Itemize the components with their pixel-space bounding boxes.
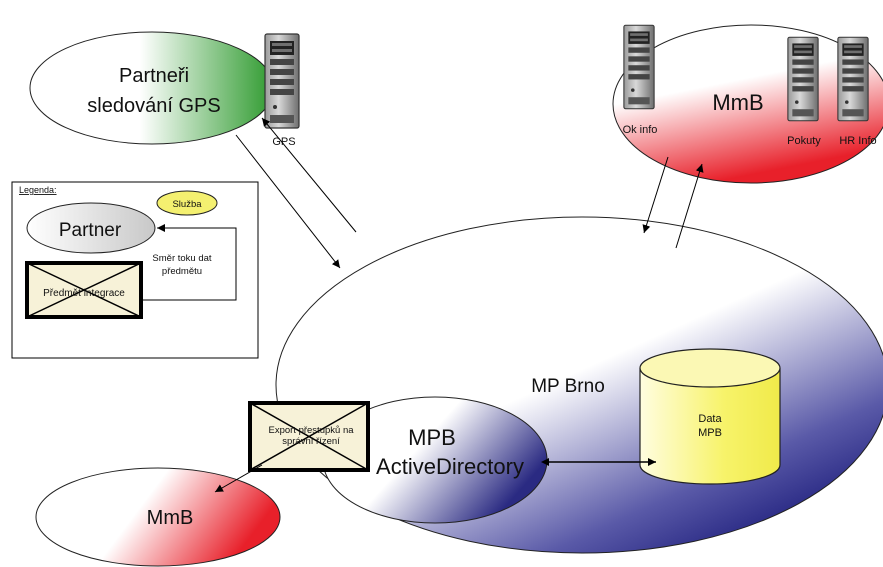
legend-envelope: Předmět integrace (25, 261, 143, 319)
export-envelope-node: Export přestupků na správní řízení (248, 401, 370, 472)
arrow-mmb-to-mpbrno (642, 156, 669, 234)
legend-service: Služba (156, 190, 218, 216)
legend-flow-arrow (141, 224, 237, 301)
active-directory-node: MPB ActiveDirectory (322, 396, 548, 524)
arrow-gps-to-mpbrno (235, 134, 341, 269)
mp-brno-label: MP Brno (531, 376, 605, 397)
legend-service-label: Služba (172, 199, 202, 210)
gps-server-node: GPS (264, 33, 300, 148)
server-icon (787, 36, 819, 122)
connectors (214, 117, 704, 493)
pokuty-server-label: Pokuty (787, 135, 821, 147)
mmb-top-label: MmB (712, 90, 763, 115)
active-directory-label-line2: ActiveDirectory (376, 454, 524, 479)
legend: Legenda: Partner Služba Předmět integrac… (11, 181, 259, 359)
ok-info-server-node: Ok info (623, 24, 658, 136)
gps-partner-label-line2: sledování GPS (87, 95, 220, 117)
mmb-bottom-label: MmB (147, 507, 194, 529)
arrow-mpbrno-to-mmb (675, 163, 704, 249)
server-icon (837, 36, 869, 122)
active-directory-label-line1: MPB (408, 425, 456, 450)
hr-info-server-label: HR Info (839, 135, 876, 147)
pokuty-server-node: Pokuty (787, 36, 821, 147)
export-envelope-label-line2: správní řízení (282, 436, 340, 447)
database-label-line2: MPB (698, 427, 722, 439)
server-icon (264, 33, 300, 129)
legend-title: Legenda: (19, 185, 57, 195)
export-envelope-label-line1: Export přestupků na (268, 425, 354, 436)
database-node: Data MPB (639, 348, 781, 485)
server-icon (623, 24, 655, 110)
legend-flow-label-line2: předmětu (162, 266, 202, 277)
gps-partner-node: Partneři sledování GPS (29, 31, 275, 145)
legend-envelope-label: Předmět integrace (43, 288, 125, 299)
mmb-bottom-node: MmB (35, 467, 281, 567)
gps-partner-label-line1: Partneři (119, 65, 189, 87)
database-label-line1: Data (698, 413, 722, 425)
gps-server-label: GPS (272, 136, 295, 148)
ok-info-server-label: Ok info (623, 124, 658, 136)
arrow-envelope-to-mmb (214, 464, 263, 493)
legend-partner-label: Partner (59, 220, 122, 241)
legend-flow-label-line1: Směr toku dat (152, 253, 211, 264)
arrow-mpbrno-to-gps (261, 117, 357, 233)
legend-partner: Partner (26, 202, 156, 254)
hr-info-server-node: HR Info (837, 36, 877, 147)
